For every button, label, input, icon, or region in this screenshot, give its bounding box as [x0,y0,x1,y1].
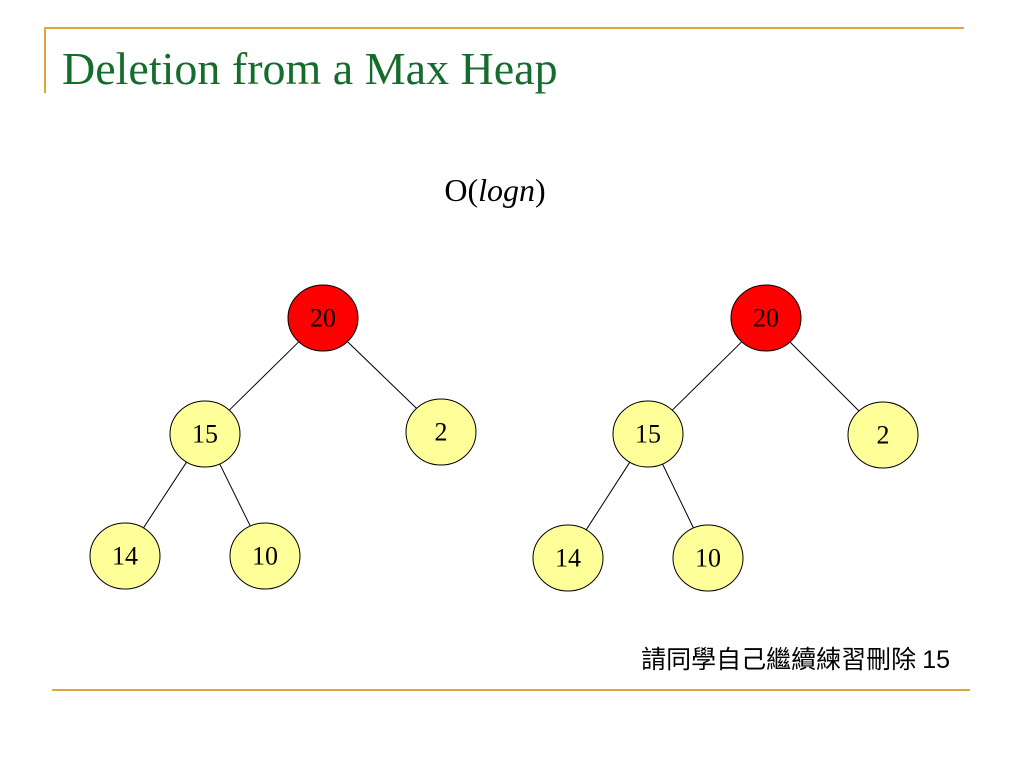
root-node: 20 [287,284,359,352]
heap-node: 15 [169,400,241,468]
node-label: 15 [635,420,661,449]
node-circle [287,284,359,352]
max-heap-tree-after: 20 15 2 14 10 [532,284,919,592]
node-circle [730,284,802,352]
tree-edge [585,461,631,531]
heap-node: 10 [229,522,301,590]
heap-node: 15 [612,400,684,468]
tree-edge [662,463,694,529]
footnote-text: 請同學自己繼續練習刪除 [641,645,917,674]
bottom-rule [52,689,970,691]
node-label: 2 [435,418,448,447]
heap-node: 2 [405,398,477,466]
left-rule [44,27,46,93]
root-node: 20 [730,284,802,352]
tree-edge [347,341,417,409]
node-circle [532,524,604,592]
node-label: 10 [695,544,721,573]
node-label: 15 [192,420,218,449]
node-label: 20 [753,304,779,333]
max-heap-tree-before: 20 15 2 14 10 [89,284,477,590]
node-label: 20 [310,304,336,333]
slide-title: Deletion from a Max Heap [62,43,558,94]
complexity-label: O(logn) [0,172,990,209]
tree-edge [219,463,251,527]
tree-edge [789,341,860,412]
tree-edge [142,461,188,529]
heap-node: 14 [89,522,161,590]
node-circle [405,398,477,466]
node-label: 10 [252,542,278,571]
node-label: 14 [555,544,581,573]
node-circle [612,400,684,468]
complexity-italic: logn [478,172,535,208]
complexity-suffix: ) [535,172,546,208]
tree-edge [671,341,743,411]
slide-number: 15 [922,646,950,674]
tree-edge [228,341,300,411]
node-circle [169,400,241,468]
node-label: 2 [877,421,890,450]
node-circle [229,522,301,590]
heap-node: 10 [672,524,744,592]
top-rule [44,27,964,29]
heap-node: 14 [532,524,604,592]
node-label: 14 [112,542,138,571]
heap-node: 2 [847,401,919,469]
node-circle [89,522,161,590]
complexity-prefix: O( [444,172,479,208]
node-circle [672,524,744,592]
node-circle [847,401,919,469]
